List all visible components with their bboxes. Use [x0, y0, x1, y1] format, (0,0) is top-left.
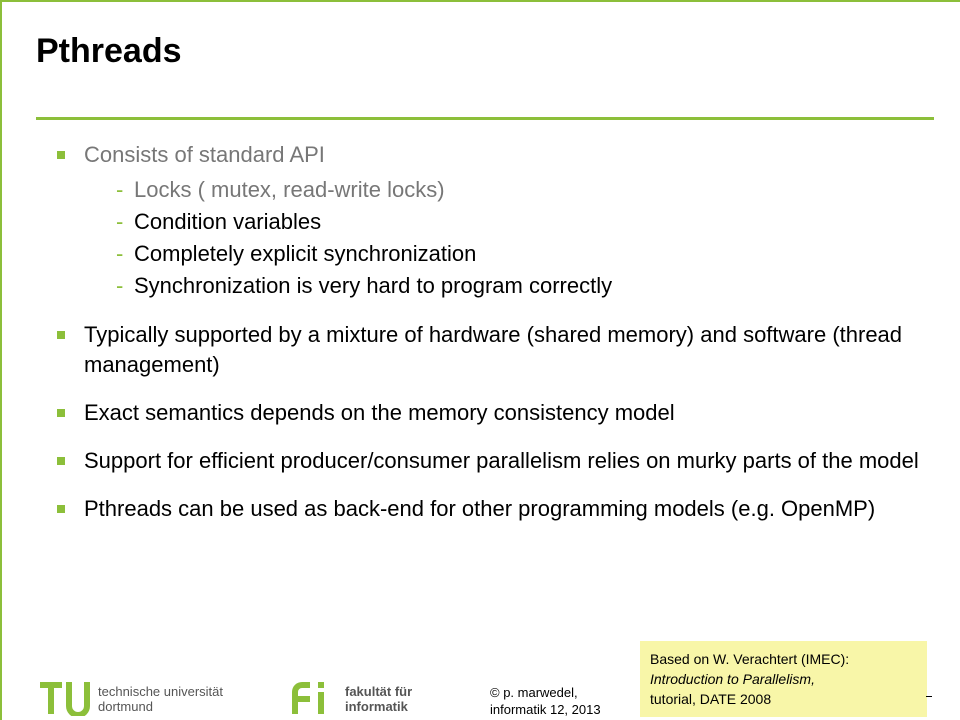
- bullet-list: Consists of standard API-Locks ( mutex, …: [54, 140, 934, 524]
- dash-marker-icon: -: [116, 209, 124, 234]
- sub-item-text: Synchronization is very hard to program …: [134, 273, 613, 298]
- sub-item-text: Completely explicit synchronization: [134, 241, 477, 266]
- bullet-square-icon: [57, 409, 65, 417]
- sub-item-text: Condition variables: [134, 209, 322, 234]
- sub-item: -Synchronization is very hard to program…: [84, 270, 934, 302]
- university-line: dortmund: [98, 699, 153, 714]
- sub-item: -Condition variables: [84, 206, 934, 238]
- citation-line: Introduction to Parallelism,: [650, 671, 815, 687]
- bullet-item: Support for efficient producer/consumer …: [54, 446, 934, 476]
- sub-list: -Locks ( mutex, read-write locks)-Condit…: [84, 174, 934, 302]
- faculty-name: fakultät für informatik: [345, 684, 412, 714]
- dash-marker-icon: -: [116, 177, 124, 202]
- sub-item: -Completely explicit synchronization: [84, 238, 934, 270]
- footer: technische universität dortmund fakultät…: [0, 672, 960, 720]
- bullet-text: Exact semantics depends on the memory co…: [84, 400, 675, 425]
- citation-box: Based on W. Verachtert (IMEC): Introduct…: [640, 641, 927, 717]
- bullet-square-icon: [57, 331, 65, 339]
- bullet-square-icon: [57, 457, 65, 465]
- sub-item: -Locks ( mutex, read-write locks): [84, 174, 934, 206]
- bullet-square-icon: [57, 505, 65, 513]
- top-accent-line: [0, 0, 960, 2]
- university-line: technische universität: [98, 684, 224, 699]
- bullet-item: Typically supported by a mixture of hard…: [54, 320, 934, 380]
- bullet-square-icon: [57, 151, 65, 159]
- bullet-text: Typically supported by a mixture of hard…: [84, 322, 903, 377]
- citation-line: Based on W. Verachtert (IMEC):: [650, 651, 850, 667]
- author-line: informatik 12, 2013: [490, 702, 601, 717]
- bullet-text: Support for efficient producer/consumer …: [84, 448, 919, 473]
- sub-item-text: Locks ( mutex, read-write locks): [134, 177, 445, 202]
- bullet-item: Exact semantics depends on the memory co…: [54, 398, 934, 428]
- tu-dortmund-logo-icon: [40, 682, 90, 716]
- university-name: technische universität dortmund: [98, 684, 223, 714]
- title-divider: [36, 117, 934, 120]
- footer-dash: [926, 696, 932, 697]
- slide-title: Pthreads: [36, 32, 182, 70]
- bullet-text: Pthreads can be used as back-end for oth…: [84, 496, 876, 521]
- bullet-item: Consists of standard API-Locks ( mutex, …: [54, 140, 934, 302]
- dash-marker-icon: -: [116, 273, 124, 298]
- dash-marker-icon: -: [116, 241, 124, 266]
- faculty-line: fakultät für: [345, 684, 413, 699]
- bullet-text: Consists of standard API: [84, 142, 325, 167]
- author-line: © p. marwedel,: [490, 685, 578, 700]
- author-credit: © p. marwedel, informatik 12, 2013: [490, 684, 601, 718]
- left-accent-line: [0, 0, 2, 720]
- faculty-logo-icon: [292, 682, 324, 714]
- citation-line: tutorial, DATE 2008: [650, 691, 772, 707]
- faculty-line: informatik: [345, 699, 408, 714]
- bullet-item: Pthreads can be used as back-end for oth…: [54, 494, 934, 524]
